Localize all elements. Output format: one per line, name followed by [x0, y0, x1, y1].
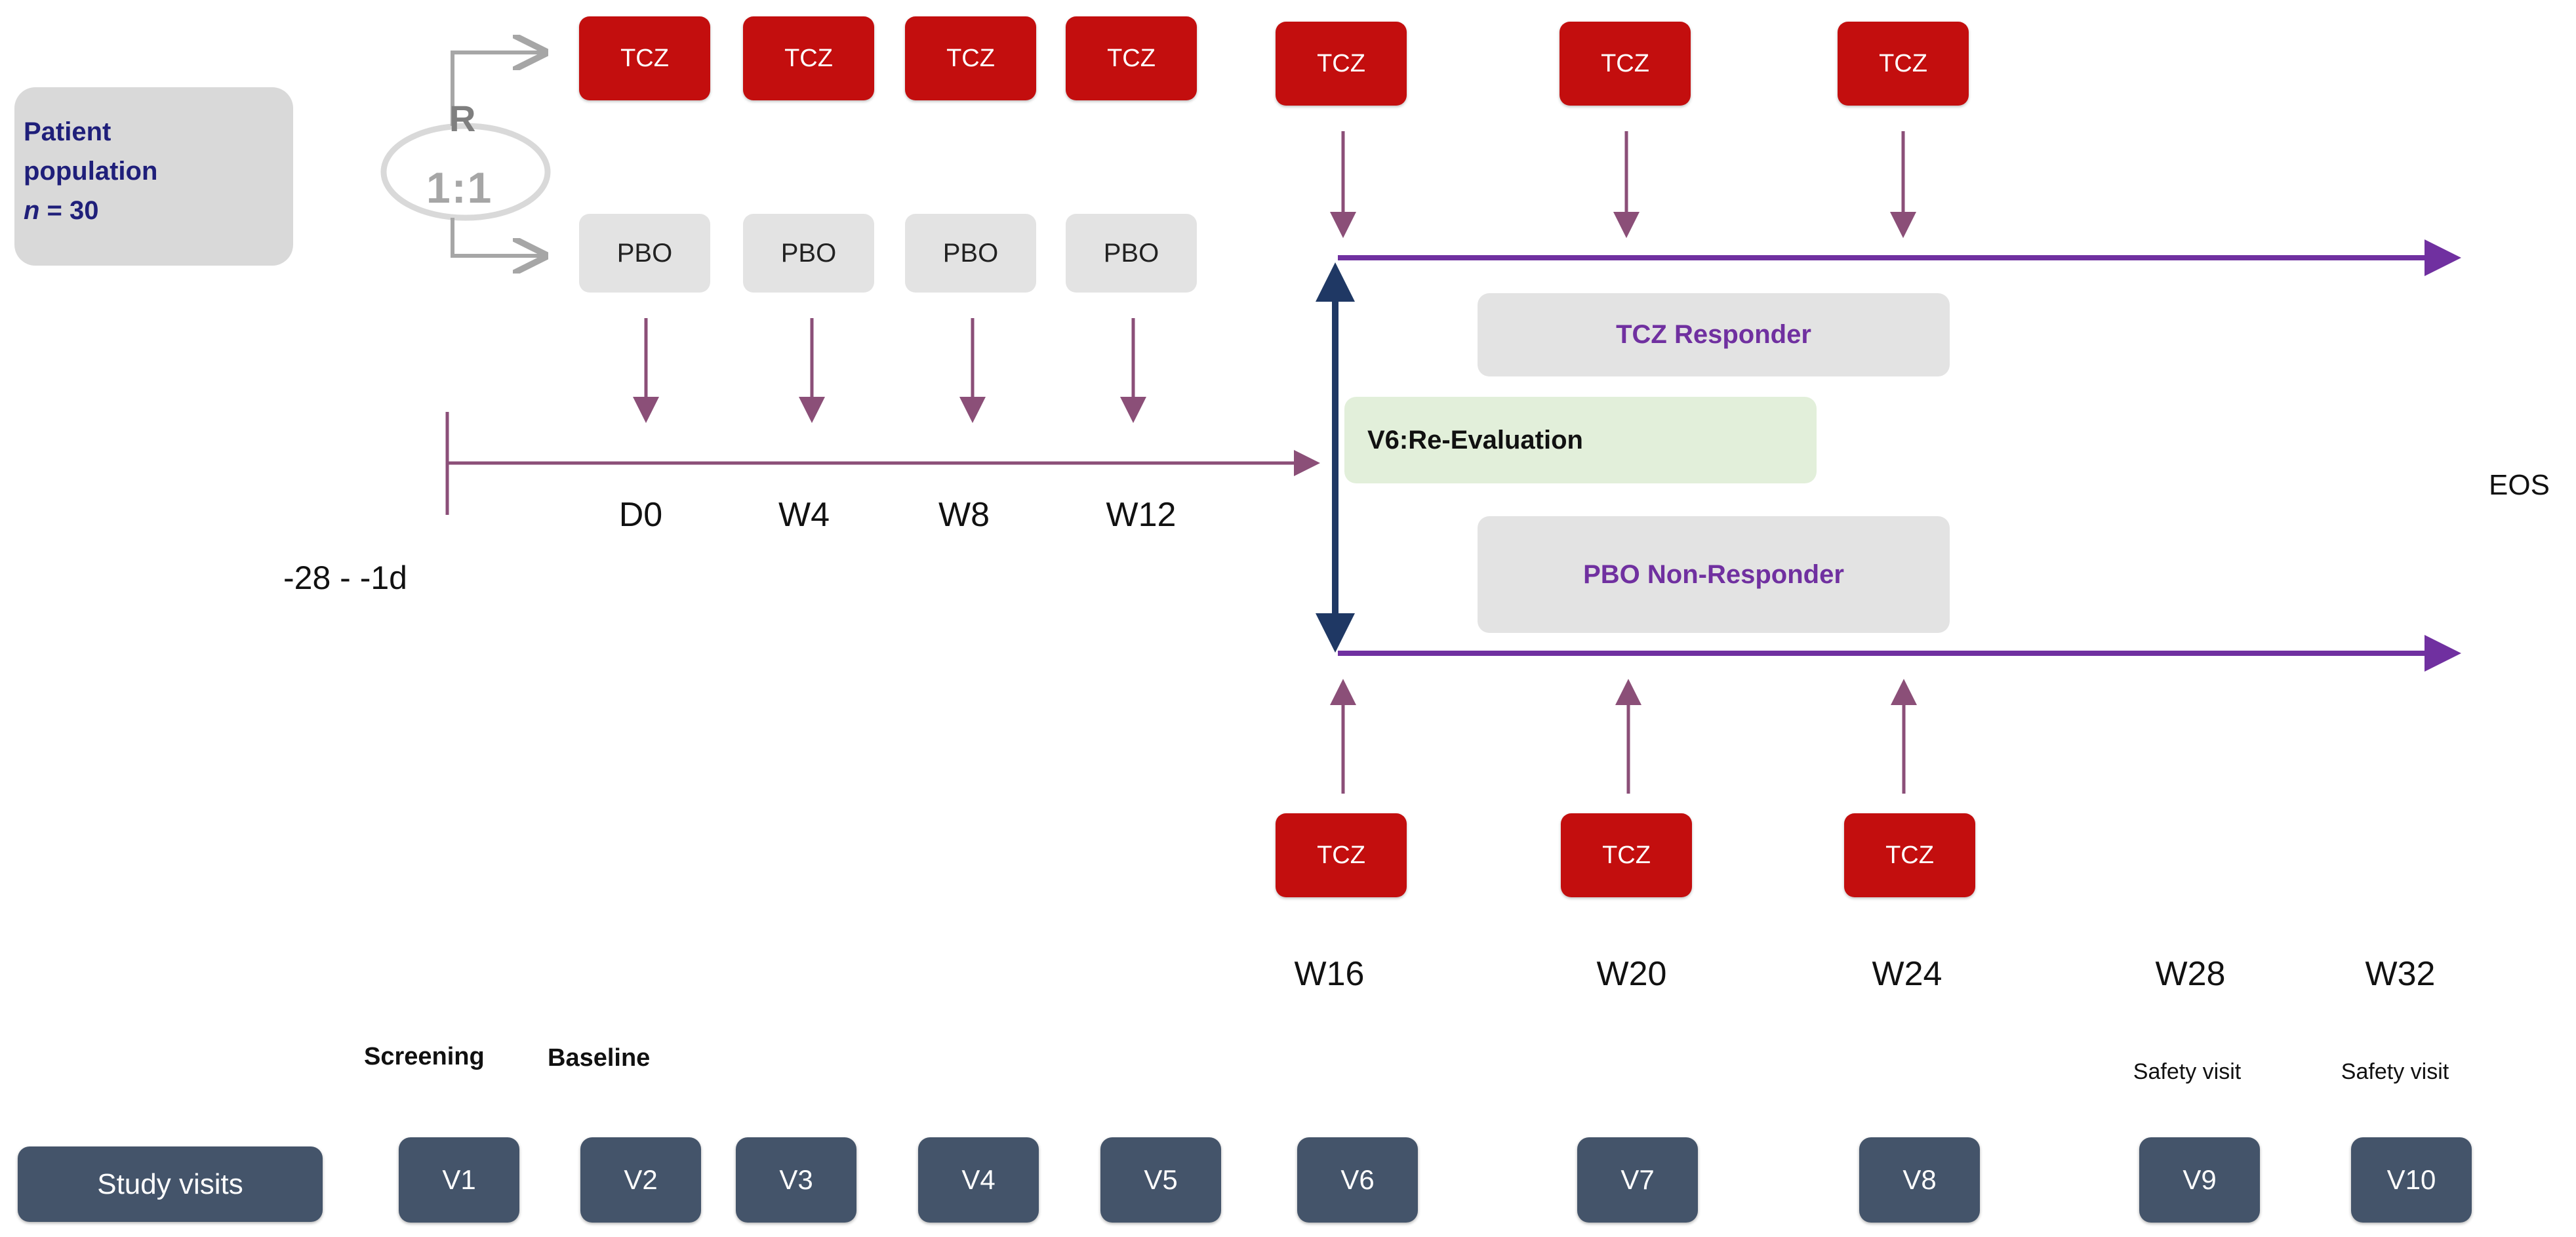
visit-v4: V4	[918, 1137, 1039, 1223]
pbo-box-d0: PBO	[579, 214, 710, 293]
safety-visit-w32-annotation: Safety visit	[2341, 1059, 2449, 1084]
study-visits-title-box: Study visits	[18, 1146, 323, 1222]
pbo-box-w4: PBO	[743, 214, 874, 293]
timepoint-w24: W24	[1872, 955, 1942, 993]
timepoint-d0: D0	[618, 496, 663, 534]
pbo-box-w12: PBO	[1066, 214, 1197, 293]
timepoint-w32: W32	[2365, 955, 2436, 993]
tcz-box-w24-nonresponder: TCZ	[1844, 813, 1975, 897]
end-of-study-label: EOS	[2489, 469, 2550, 501]
randomization-ellipse	[380, 123, 551, 221]
visit-v3: V3	[736, 1137, 856, 1223]
baseline-annotation: Baseline	[548, 1044, 651, 1072]
timepoint-w12: W12	[1106, 496, 1177, 534]
visit-v9: V9	[2139, 1137, 2260, 1223]
tcz-box-w20-nonresponder: TCZ	[1561, 813, 1692, 897]
patient-population-line1: Patient	[24, 117, 111, 146]
tcz-box-w12: TCZ	[1066, 16, 1197, 100]
tcz-box-w20-responder: TCZ	[1560, 22, 1691, 106]
visit-v8: V8	[1859, 1137, 1980, 1223]
tcz-box-w4: TCZ	[743, 16, 874, 100]
tcz-box-d0: TCZ	[579, 16, 710, 100]
tcz-responder-box: TCZ Responder	[1478, 293, 1950, 376]
safety-visit-w28-annotation: Safety visit	[2133, 1059, 2242, 1084]
patient-population-n: n = 30	[24, 196, 99, 225]
tcz-box-w24-responder: TCZ	[1838, 22, 1969, 106]
tcz-box-w16-responder: TCZ	[1276, 22, 1407, 106]
screening-annotation: Screening	[364, 1043, 485, 1070]
visit-v5: V5	[1100, 1137, 1221, 1223]
randomization-branch-tcz	[451, 52, 544, 126]
reevaluation-label: V6:Re-Evaluation	[1367, 425, 1583, 455]
patient-population-box: Patient population n = 30	[14, 87, 293, 266]
patient-population-line2: population	[24, 157, 158, 186]
tcz-box-w16-nonresponder: TCZ	[1276, 813, 1407, 897]
timepoint-w28: W28	[2155, 955, 2226, 993]
screening-window-label: -28 - -1d	[283, 559, 407, 596]
randomization-branch-pbo	[451, 218, 544, 256]
tcz-box-w8: TCZ	[905, 16, 1036, 100]
pbo-box-w8: PBO	[905, 214, 1036, 293]
timepoint-w4: W4	[778, 496, 830, 534]
visit-v6: V6	[1297, 1137, 1418, 1223]
visit-v7: V7	[1577, 1137, 1698, 1223]
timepoint-w20: W20	[1596, 955, 1667, 993]
randomization-letter: R	[449, 98, 476, 139]
visit-v10: V10	[2351, 1137, 2472, 1223]
timepoint-w16: W16	[1294, 955, 1365, 993]
visit-v2: V2	[580, 1137, 701, 1223]
pbo-nonresponder-box: PBO Non-Responder	[1478, 516, 1950, 633]
timepoint-w8: W8	[938, 496, 990, 534]
randomization-ratio: 1:1	[426, 163, 493, 212]
visit-v1: V1	[399, 1137, 519, 1223]
reevaluation-box: V6:Re-Evaluation	[1344, 397, 1817, 483]
